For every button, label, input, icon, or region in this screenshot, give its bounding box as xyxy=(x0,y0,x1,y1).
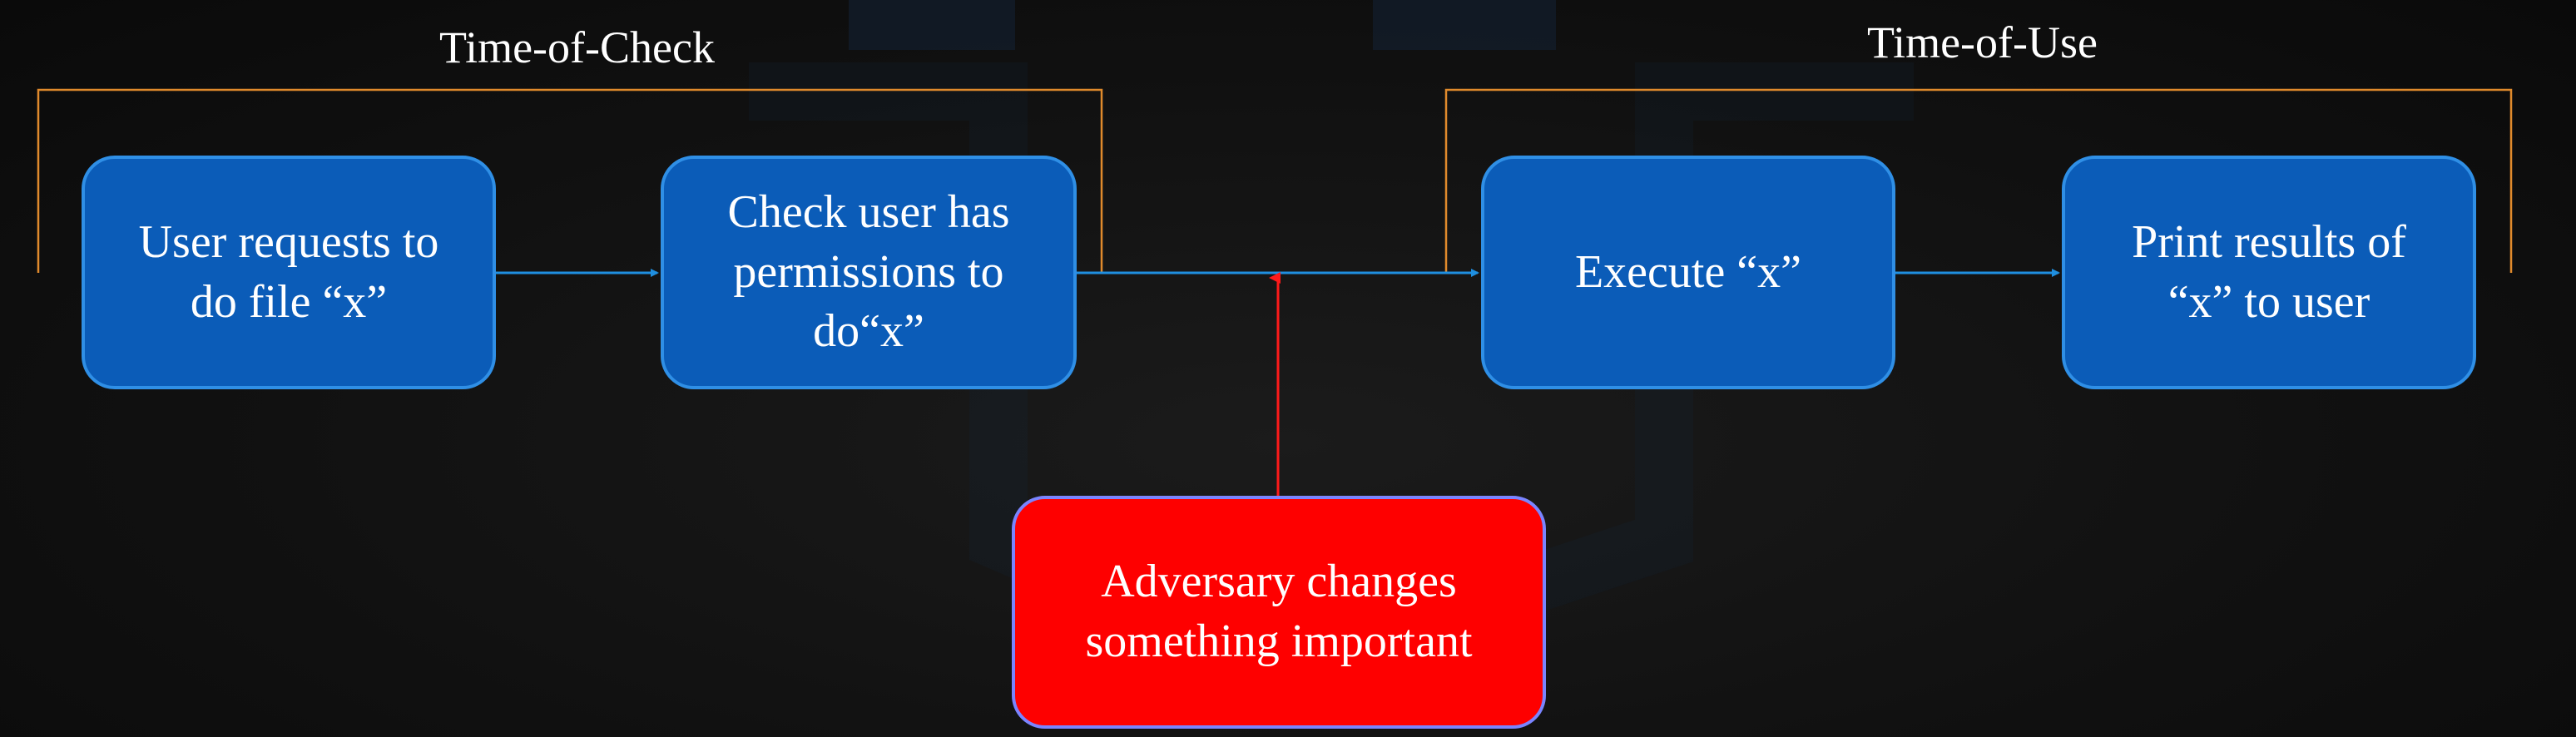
time-of-use-bracket xyxy=(1444,88,2513,273)
time-of-check-bracket xyxy=(37,88,1103,273)
execute-box: Execute “x” xyxy=(1481,156,1895,389)
adversary-box: Adversary changes something important xyxy=(1012,496,1546,729)
check-permissions-box: Check user has permissions to do“x” xyxy=(661,156,1077,389)
user-request-box: User requests to do file “x” xyxy=(82,156,496,389)
time-of-check-label: Time-of-Check xyxy=(439,22,715,72)
time-of-use-label: Time-of-Use xyxy=(1867,17,2098,67)
print-results-box: Print results of “x” to user xyxy=(2062,156,2476,389)
